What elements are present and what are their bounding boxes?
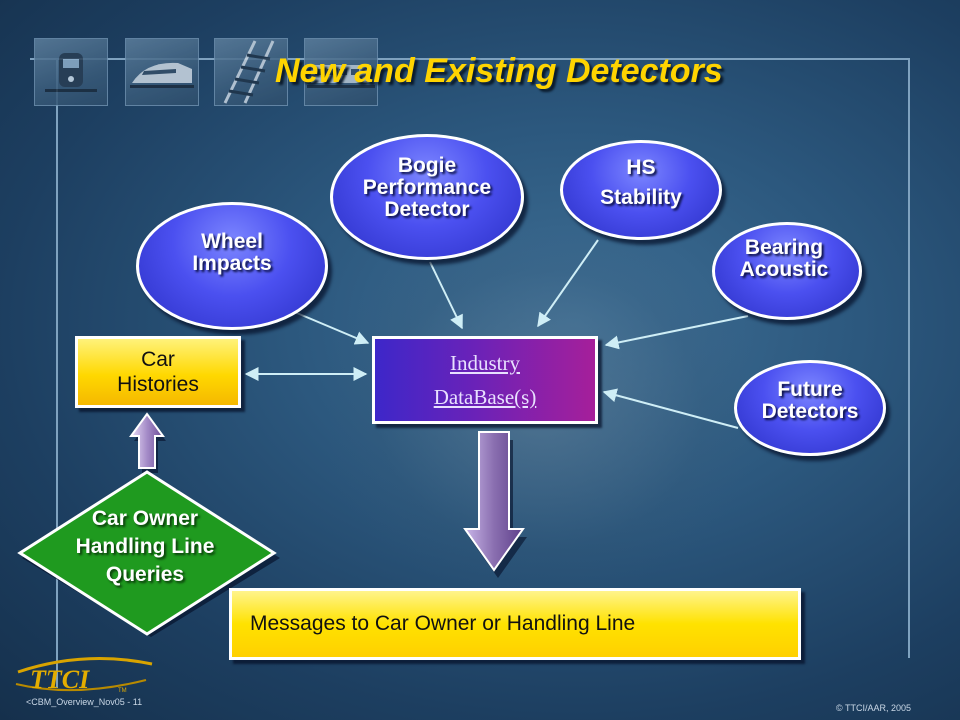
bogie-performance-label: Bogie Performance Detector xyxy=(362,154,492,221)
frame-line-top xyxy=(30,58,910,60)
arrow-bogie-to-db xyxy=(429,261,463,330)
hs-stability-ellipse: HS Stability xyxy=(560,140,722,240)
arrow-future-to-db xyxy=(602,388,739,429)
slide-title: New and Existing Detectors xyxy=(275,52,723,90)
up-arrow xyxy=(129,412,165,469)
industry-database-box: Industry DataBase(s) xyxy=(372,336,598,424)
database-line2: DataBase(s) xyxy=(433,385,537,409)
high-speed-train-thumbnail xyxy=(125,38,199,106)
future-detectors-label: Future Detectors xyxy=(761,378,859,423)
logo-tm: TM xyxy=(118,688,127,694)
wheel-impacts-ellipse: Wheel Impacts xyxy=(136,202,328,330)
footer-slide-id: <CBM_Overview_Nov05 - 11 xyxy=(26,697,143,707)
train-side-thumbnail xyxy=(304,38,378,106)
footer-copyright: © TTCI/AAR, 2005 xyxy=(836,703,911,713)
car-owner-queries-label: Car Owner Handling Line Queries xyxy=(75,507,215,586)
ttci-logo: TTCI TM xyxy=(15,657,153,694)
car-histories-box: Car Histories xyxy=(75,336,241,408)
arrow-wheel-to-db xyxy=(284,307,370,345)
bearing-acoustic-label: Bearing Acoustic xyxy=(739,236,829,281)
frame-line-right xyxy=(908,58,910,658)
train-front-thumbnail xyxy=(34,38,108,106)
arrow-bearing-to-db xyxy=(604,315,749,350)
wheel-impacts-label: Wheel Impacts xyxy=(192,230,272,275)
database-line1: Industry xyxy=(450,351,520,375)
hs-stability-label: HS Stability xyxy=(600,156,682,209)
arrow-hs-to-db xyxy=(537,239,599,328)
bearing-acoustic-ellipse: Bearing Acoustic xyxy=(712,222,862,320)
future-detectors-ellipse: Future Detectors xyxy=(734,360,886,456)
messages-label: Messages to Car Owner or Handling Line xyxy=(250,612,636,635)
car-histories-label: Car Histories xyxy=(117,348,199,396)
down-arrow xyxy=(463,431,525,572)
rail-track-thumbnail xyxy=(214,38,288,106)
logo-text: TTCI xyxy=(30,665,90,694)
bogie-performance-ellipse: Bogie Performance Detector xyxy=(330,134,524,260)
car-owner-diamond xyxy=(17,470,277,636)
frame-line-left xyxy=(56,58,58,688)
messages-box: Messages to Car Owner or Handling Line xyxy=(229,588,801,660)
